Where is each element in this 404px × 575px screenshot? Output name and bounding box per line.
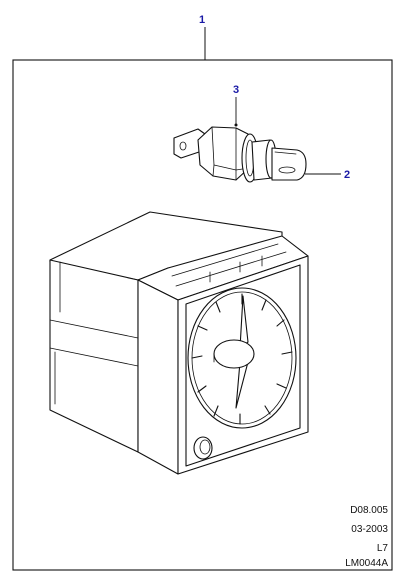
callout-3-dot bbox=[234, 123, 238, 127]
callout-2-label: 2 bbox=[344, 169, 350, 181]
clock-assembly-drawing bbox=[49, 211, 309, 475]
part-code: LM0044A bbox=[345, 558, 388, 569]
drawing-date: 03-2003 bbox=[351, 524, 388, 535]
callout-3-label: 3 bbox=[233, 84, 239, 96]
model-code: L7 bbox=[376, 543, 388, 554]
bulb-and-holder-drawing bbox=[173, 126, 307, 183]
drawing-code: D08.005 bbox=[350, 505, 388, 516]
diagram-frame bbox=[12, 59, 393, 571]
callout-1-label: 1 bbox=[199, 14, 205, 26]
